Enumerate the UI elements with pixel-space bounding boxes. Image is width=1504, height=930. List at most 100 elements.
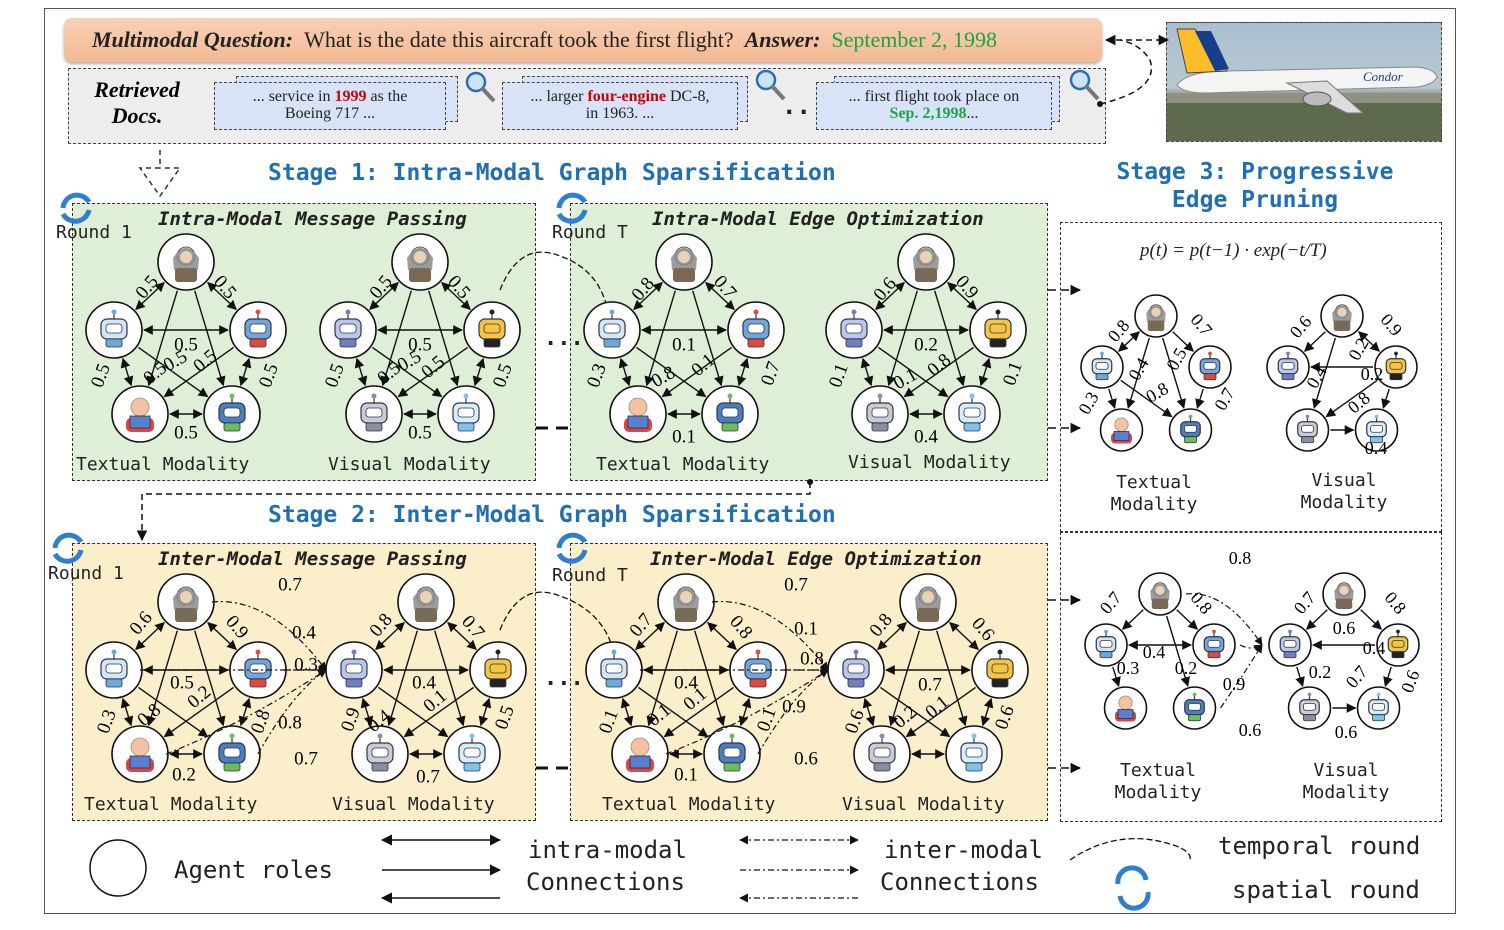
p2v-agent-1 [825,301,883,359]
r2v-agent-2 [1376,623,1420,667]
r2t-agent-1 [1084,623,1128,667]
graph-edge [905,686,976,738]
p1v-agent-0 [391,233,449,291]
graph-edge [207,621,237,651]
edge-weight-label: 0.7 [1096,588,1126,618]
graph-edge [633,281,663,311]
graph-edge [138,686,209,738]
graph-edge [472,357,486,387]
graph-edge [163,346,234,398]
edge-weight-label: 0.5 [417,351,449,382]
edge-weight-label: 0.5 [443,271,474,303]
edge-weight-label: 0.6 [967,613,998,645]
edge-weight-label: 0.5 [174,334,198,355]
edge-weight-label: 0.4 [412,672,436,693]
legend-inter-label: Connections [880,868,1039,896]
edge-weight-label: 0.7 [1187,310,1217,340]
edge-weight-label: 0.5 [255,361,283,391]
pruning-formula: p(t) = p(t−1) · exp(−t/T) [1140,240,1327,261]
refresh-icon [556,532,588,564]
graph-edge [978,357,992,387]
graph-edge [692,290,724,387]
edge-weight-label: 0.6 [1239,720,1262,740]
p2t-agent-4 [701,385,759,443]
r1v-agent-1 [1266,345,1310,389]
edge-weight-label: 0.2 [1361,364,1384,384]
inter-modal-edge [1239,644,1263,653]
panel-pruning-round-2 [1060,532,1442,822]
edge-weight-label: 0.7 [278,574,302,595]
graph-edge [1107,388,1117,409]
edge-weight-label: 0.8 [1142,378,1171,407]
legend-agent-roles: Agent roles [174,856,333,884]
edge-weight-label: 0.3 [294,654,318,675]
p4v-agent-4 [945,725,1003,783]
edge-weight-label: 0.9 [782,696,806,717]
graph-edge [1126,337,1151,409]
panel-ellipsis: ... [544,666,584,691]
edge-weight-label: 0.5 [174,422,198,443]
r2t-agent-3 [1103,686,1148,730]
r2v-agent-4 [1356,686,1401,730]
round-label: Round 1 [56,222,132,243]
edge-weight-label: 0.4 [1124,354,1153,383]
graph-edge [934,290,966,387]
panel-title-1: Intra-Modal Message Passing [158,208,467,230]
edge-weight-label: 0.1 [825,361,853,391]
graph-edge [1381,388,1391,409]
r1v-agent-4 [1354,408,1399,452]
p2v-agent-4 [943,385,1001,443]
r2v-agent-0 [1322,572,1366,616]
edge-weight-label: 0.3 [1074,388,1103,417]
modality-label: Visual Modality [848,452,1011,473]
edge-weight-label: 0.2 [1175,658,1198,678]
r1t-agent-4 [1168,408,1213,452]
p3t-agent-3 [111,725,169,783]
edge-weight-label: 0.8 [278,712,302,733]
graph-edge [386,630,418,727]
edge-weight-label: 0.2 [1309,662,1332,682]
graph-edge [1306,609,1328,630]
airline-logo: Condor [1363,69,1404,84]
p3v-agent-1 [325,641,383,699]
modality-label: Textual Modality [76,454,250,475]
modality-label: Visual Modality [842,794,1005,815]
graph-edge [447,621,477,651]
edge-weight-label: 0.4 [674,672,698,693]
refresh-icon [60,192,92,224]
p3v-agent-0 [397,573,455,631]
graph-edge [878,346,949,398]
p3v-agent-4 [443,725,501,783]
p2t-agent-3 [609,385,667,443]
edge-weight-label: 0.7 [625,609,656,641]
doc-card-1: ... service in 1999 as the Boeing 717 ..… [214,82,446,130]
graph-edge [1111,666,1121,687]
edge-weight-label: 0.2 [1344,334,1373,363]
edge-weight-label: 0.5 [209,271,240,303]
legend-intra-label: intra-modal [528,836,687,864]
p2t-agent-1 [583,301,641,359]
graph-edge [138,346,209,398]
p4v-agent-2 [971,641,1029,699]
round-label: Round 1 [48,563,124,584]
graph-edge [646,630,678,727]
inter-modal-edge [165,669,327,755]
edge-weight-label: 0.5 [321,361,349,391]
graph-edge [635,621,665,651]
graph-edge [403,686,474,738]
edge-weight-label: 0.2 [914,334,938,355]
legend-temporal: temporal round [1218,832,1421,860]
edge-weight-label: 0.7 [1342,662,1372,692]
edge-weight-label: 0.1 [794,618,818,639]
r1v-agent-2 [1374,345,1418,389]
p1t-agent-2 [229,301,287,359]
graph-edge [194,630,226,727]
legend-graphics [89,834,1191,911]
graph-edge [1172,331,1194,352]
graph-edge [380,290,412,387]
edge-weight-label: 0.8 [725,611,756,643]
panel-title-3: Inter-Modal Message Passing [158,548,467,570]
question-bar: Multimodal Question : What is the date t… [64,18,1102,62]
